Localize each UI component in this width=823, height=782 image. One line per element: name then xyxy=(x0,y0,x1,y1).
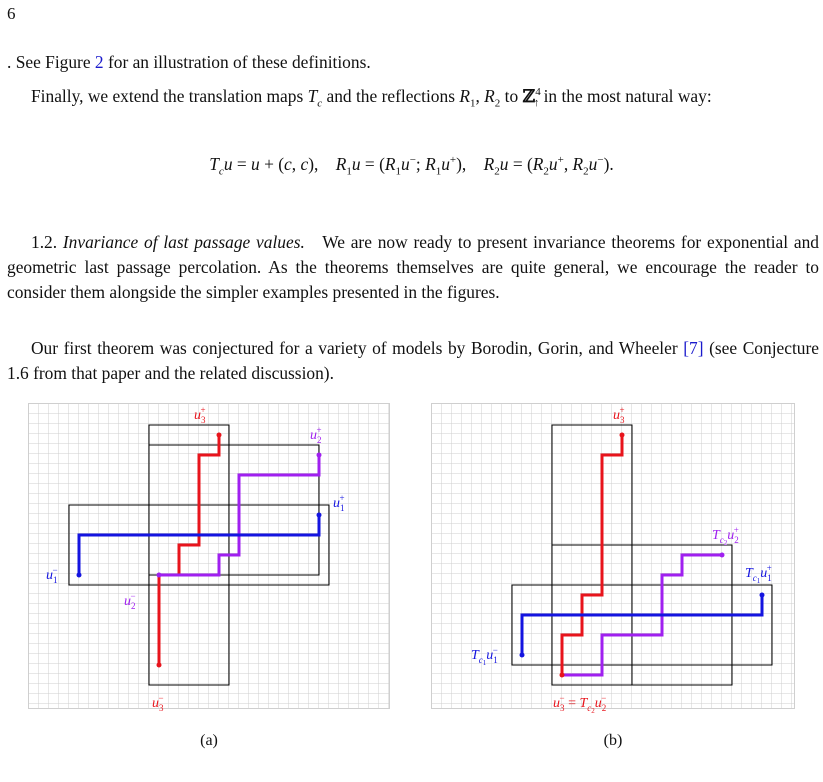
path-u1 xyxy=(77,515,321,575)
label-u1-plus: u1+ xyxy=(333,493,345,513)
path-u2 xyxy=(159,455,321,577)
path-u2 xyxy=(562,553,722,677)
theorem-paragraph: Our first theorem was conjectured for a … xyxy=(7,338,819,383)
label-tc2-u2-plus: Tc2u2+ xyxy=(712,525,739,547)
figure-ref-link[interactable]: 2 xyxy=(94,52,104,72)
caption-b: (b) xyxy=(603,732,623,749)
intro-line: . See Figure 2 for an illustration of th… xyxy=(7,52,371,72)
figure-b: u3+ Tc2u2+ Tc1u1+ Tc1u1− u3− = Tc2u2− xyxy=(431,403,795,713)
box-u1 xyxy=(511,584,773,666)
caption-a: (a) xyxy=(200,732,218,749)
translation-paragraph: Finally, we extend the translation maps … xyxy=(31,86,712,110)
label-u3-plus: u3+ xyxy=(613,405,625,425)
label-u2-plus: u2+ xyxy=(310,425,322,445)
citation-link[interactable]: [7] xyxy=(683,338,704,358)
label-u3-minus: u3− xyxy=(152,693,164,713)
label-u1-minus: u1− xyxy=(46,565,58,585)
page-number: 6 xyxy=(7,4,16,23)
figure-a: u3+ u2+ u1+ u1− u2− u3− xyxy=(28,403,390,713)
section-paragraph: 1.2. Invariance of last passage values. … xyxy=(7,232,819,302)
label-u3-plus: u3+ xyxy=(194,405,206,425)
label-u2-minus: u2− xyxy=(124,591,136,611)
path-u3 xyxy=(560,435,624,675)
path-u1 xyxy=(520,595,764,655)
display-equation: Tcu = u + (c, c), R1u = (R1u−; R1u+), R2… xyxy=(209,154,614,178)
box-u2 xyxy=(148,444,320,576)
label-u3-minus-eq: u3− = Tc2u2− xyxy=(553,693,606,713)
section-title: Invariance of last passage values. xyxy=(62,232,305,252)
